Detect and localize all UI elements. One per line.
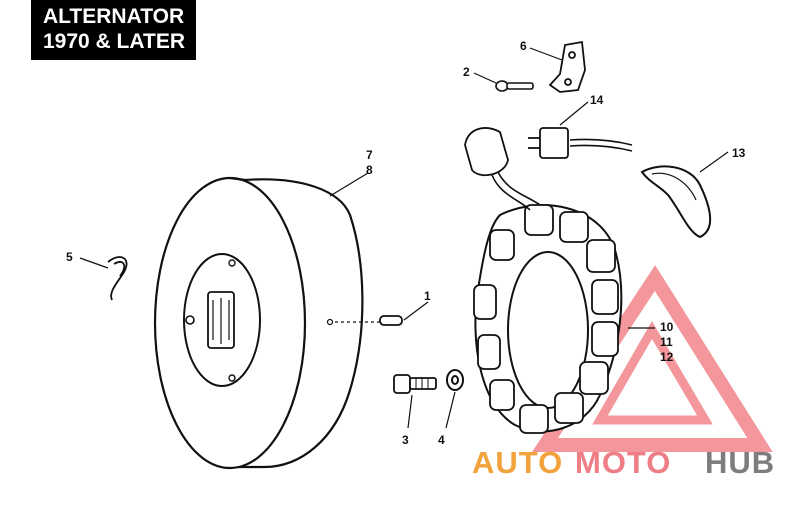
retainer-clip xyxy=(107,256,128,301)
callout-10: 10 xyxy=(660,320,674,334)
clamp-screw xyxy=(495,80,534,92)
callout-13: 13 xyxy=(732,146,746,160)
cap-screw xyxy=(393,374,437,394)
callout-7: 7 xyxy=(366,148,373,162)
watermark-hub: HUB xyxy=(705,445,775,480)
callout-3: 3 xyxy=(402,433,409,447)
title-line-1: ALTERNATOR xyxy=(43,5,185,28)
callout-6: 6 xyxy=(520,39,527,53)
callout-4: 4 xyxy=(438,433,445,447)
callout-5: 5 xyxy=(66,250,73,264)
title-line-2: 1970 & LATER xyxy=(43,30,185,53)
lock-washer xyxy=(446,369,464,391)
watermark-moto: MOTO xyxy=(575,445,671,480)
connector-plug xyxy=(464,127,569,177)
callout-2: 2 xyxy=(463,65,470,79)
stator-wires xyxy=(491,138,633,211)
roll-pin xyxy=(379,315,403,326)
watermark-auto: AUTO xyxy=(472,445,563,480)
callout-12: 12 xyxy=(660,350,674,364)
callout-14: 14 xyxy=(590,93,604,107)
wire-clamp xyxy=(548,40,586,93)
callout-1: 1 xyxy=(424,289,431,303)
callout-8: 8 xyxy=(366,163,373,177)
wire-guard xyxy=(640,165,712,239)
stator xyxy=(473,204,623,434)
rotor-flywheel xyxy=(153,176,380,470)
callout-11: 11 xyxy=(660,335,673,349)
title-box: ALTERNATOR 1970 & LATER xyxy=(31,0,196,60)
watermark-logo: AUTO MOTO HUB xyxy=(472,445,775,480)
